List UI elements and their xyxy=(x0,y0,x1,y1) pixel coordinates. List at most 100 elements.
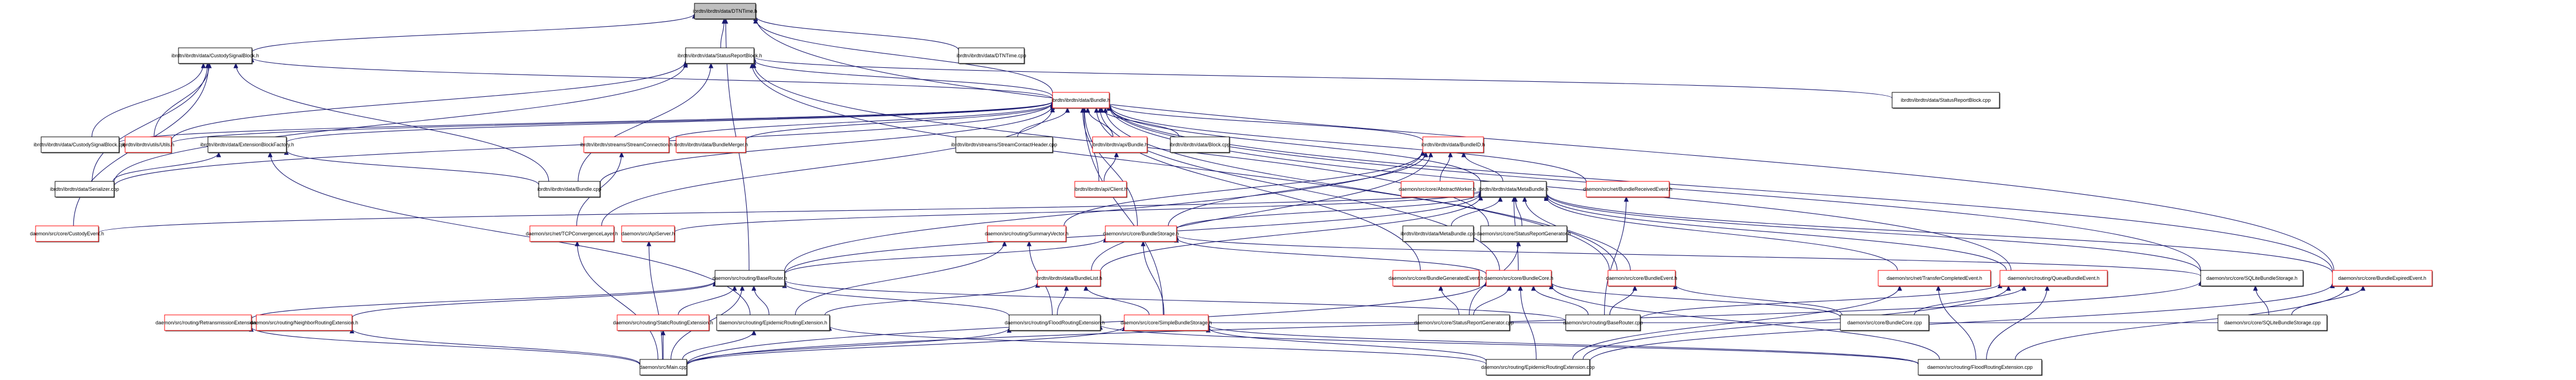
node-label: daemon/src/routing/EpidemicRoutingExtens… xyxy=(719,320,827,325)
node-box xyxy=(1074,181,1127,198)
arrowhead-icon xyxy=(1498,196,1503,202)
node-box xyxy=(716,314,830,331)
node-label: daemon/src/routing/NeighborRoutingExtens… xyxy=(250,320,358,325)
graph-node-staticroutingextension-h[interactable]: daemon/src/routing/StaticRoutingExtensio… xyxy=(613,314,713,332)
graph-node-statusreportblock-cpp[interactable]: ibrdtn/ibrdtn/data/StatusReportBlock.cpp xyxy=(1892,92,2001,109)
graph-node-statusreportblock-h[interactable]: ibrdtn/ibrdtn/data/StatusReportBlock.h xyxy=(677,47,762,65)
arrowhead-icon xyxy=(1897,285,1902,291)
edge-sqlitebundlestorage_cpp-to-bundleexpiredevent_h xyxy=(2291,285,2364,315)
graph-node-abstractworker-h[interactable]: daemon/src/core/AbstractWorker.h xyxy=(1399,181,1476,198)
graph-node-simplebundlestorage-h[interactable]: daemon/src/core/SimpleBundleStorage.h xyxy=(1120,314,1212,332)
graph-node-streamconnection-h[interactable]: ibrdtn/ibrdtn/streams/StreamConnection.h xyxy=(580,136,673,154)
arrowhead-icon xyxy=(1632,285,1637,291)
edge-bundleexpiredevent_h-to-metabundle_h xyxy=(1546,193,2333,273)
edge-client_h-to-bundle_h xyxy=(1082,107,1099,182)
graph-node-bundlecore-h[interactable]: daemon/src/core/BundleCore.h xyxy=(1484,270,1553,287)
graph-node-floodroutingextension-cpp[interactable]: daemon/src/routing/FloodRoutingExtension… xyxy=(1918,359,2043,376)
graph-node-bundlelist-h[interactable]: ibrdtn/ibrdtn/data/BundleList.h xyxy=(1036,270,1103,287)
arrowhead-icon xyxy=(732,285,737,291)
edge-main_cpp-to-neighborroutingextension_h xyxy=(351,328,641,365)
graph-node-statusreportgenerator-cpp[interactable]: daemon/src/core/StatusReportGenerator.cp… xyxy=(1414,314,1514,332)
graph-node-extensionblockfactory-h[interactable]: ibrdtn/ibrdtn/data/ExtensionBlockFactory… xyxy=(200,136,294,154)
graph-node-bundlereceivedevent-h[interactable]: daemon/src/net/BundleReceivedEvent.h xyxy=(1583,181,1672,198)
arrowhead-icon xyxy=(1428,151,1433,157)
graph-node-custodysignalblock-h[interactable]: ibrdtn/ibrdtn/data/CustodySignalBlock.h xyxy=(171,47,259,65)
arrowhead-icon xyxy=(2253,285,2258,291)
edge-floodroutingextension_cpp-to-simplebundlestorage_h xyxy=(1208,324,1919,364)
edge-bundlecore_cpp-to-bundleevent_h xyxy=(1675,284,1843,315)
graph-node-custodysignalblock-cpp[interactable]: ibrdtn/ibrdtn/data/CustodySignalBlock.cp… xyxy=(33,136,127,154)
graph-node-api-bundle-h[interactable]: ibrdtn/ibrdtn/api/Bundle.h xyxy=(1092,136,1148,154)
node-label: daemon/src/routing/BaseRouter.h xyxy=(712,275,787,281)
node-label: daemon/src/core/BundleGeneratedEvent.h xyxy=(1388,275,1483,281)
graph-node-metabundle-h[interactable]: ibrdtn/ibrdtn/data/MetaBundle.h xyxy=(1478,181,1548,198)
edge-serializer_cpp-to-custodysignalblock_h xyxy=(92,63,208,182)
graph-node-main-cpp[interactable]: daemon/src/Main.cpp xyxy=(639,359,688,376)
arrowhead-icon xyxy=(723,18,728,24)
arrowhead-icon xyxy=(1002,240,1007,246)
graph-node-client-h[interactable]: ibrdtn/ibrdtn/api/Client.h xyxy=(1074,181,1128,198)
node-label: daemon/src/core/StatusReportGenerator.cp… xyxy=(1414,320,1513,325)
graph-node-queuebundleevent-h[interactable]: daemon/src/routing/QueueBundleEvent.h xyxy=(1999,270,2108,287)
graph-node-statusreportgenerator-h[interactable]: daemon/src/core/StatusReportGenerator.h xyxy=(1477,225,1571,243)
edge-retransmissionextension_h-to-baserouter_h xyxy=(251,280,716,320)
graph-node-bundlemerger-h[interactable]: ibrdtn/ibrdtn/data/BundleMerger.h xyxy=(674,136,748,154)
edge-serializer_cpp-to-bundle_h xyxy=(113,102,1053,187)
graph-node-bundleevent-h[interactable]: daemon/src/core/BundleEvent.h xyxy=(1606,270,1677,287)
edge-queuebundleevent_h-to-bundle_h xyxy=(1109,105,2012,271)
arrowhead-icon xyxy=(1026,240,1032,246)
graph-node-sqlitebundlestorage-cpp[interactable]: daemon/src/core/SQLiteBundleStorage.cpp xyxy=(2217,314,2328,332)
graph-node-retransmissionextension-h[interactable]: daemon/src/routing/RetransmissionExtensi… xyxy=(156,314,261,332)
edge-streamconnection_h-to-bundle_h xyxy=(668,102,1053,141)
arrowhead-icon xyxy=(1518,285,1523,291)
edge-dtntime_cpp-to-dtntime_h xyxy=(755,16,959,51)
graph-node-epidemicroutingextension-h[interactable]: daemon/src/routing/EpidemicRoutingExtens… xyxy=(716,314,831,332)
graph-node-serializer-cpp[interactable]: ibrdtn/ibrdtn/data/Serializer.cpp xyxy=(50,181,119,198)
graph-node-sqlitebundlestorage-h[interactable]: daemon/src/core/SQLiteBundleStorage.h xyxy=(2200,270,2304,287)
arrowhead-icon xyxy=(1094,107,1099,113)
edge-baserouter_cpp-to-bundlereceivedevent_h xyxy=(1604,196,1627,315)
graph-node-dtntime-cpp[interactable]: ibrdtn/ibrdtn/data/DTNTime.cpp xyxy=(956,47,1026,65)
edge-bundlelist_h-to-metabundle_h xyxy=(1100,195,1481,272)
edge-bundlecore_cpp-to-bundlecore_h xyxy=(1551,282,1841,318)
graph-node-transfercompletedevent-h[interactable]: daemon/src/net/TransferCompletedEvent.h xyxy=(1878,270,1992,287)
graph-node-summaryvector-h[interactable]: daemon/src/routing/SummaryVector.h xyxy=(985,225,1069,243)
node-label: daemon/src/routing/RetransmissionExtensi… xyxy=(156,320,261,325)
node-label: daemon/src/core/BundleStorage.h xyxy=(1103,231,1179,236)
graph-node-neighborroutingextension-h[interactable]: daemon/src/routing/NeighborRoutingExtens… xyxy=(250,314,358,332)
arrowhead-icon xyxy=(1438,285,1443,291)
graph-node-apiserver-h[interactable]: daemon/src/ApiServer.h xyxy=(621,225,676,243)
edge-floodroutingextension_h-to-baserouter_h xyxy=(784,283,1010,317)
node-label: daemon/src/core/BundleExpiredEvent.h xyxy=(2338,275,2426,281)
graph-node-bundlegeneratedevent-h[interactable]: daemon/src/core/BundleGeneratedEvent.h xyxy=(1388,270,1483,287)
graph-node-bundleid-h[interactable]: ibrdtn/ibrdtn/data/BundleID.h xyxy=(1421,136,1485,154)
graph-node-bundlestorage-h[interactable]: daemon/src/core/BundleStorage.h xyxy=(1103,225,1179,243)
graph-node-utils-h[interactable]: ibrdtn/ibrdtn/utils/Utils.h xyxy=(122,136,175,154)
edge-bundle_h-to-custodysignalblock_h xyxy=(251,57,1053,99)
arrowhead-icon xyxy=(1478,195,1483,201)
graph-node-epidemicroutingextension-cpp[interactable]: daemon/src/routing/EpidemicRoutingExtens… xyxy=(1481,359,1595,376)
graph-node-block-cpp[interactable]: ibrdtn/ibrdtn/data/Block.cpp xyxy=(1169,136,1230,154)
graph-node-streamcontactheader-cpp[interactable]: ibrdtn/ibrdtn/streams/StreamContactHeade… xyxy=(951,136,1058,154)
graph-node-bundle-cpp[interactable]: ibrdtn/ibrdtn/data/Bundle.cpp xyxy=(537,181,602,198)
graph-node-metabundle-cpp[interactable]: ibrdtn/ibrdtn/data/MetaBundle.cpp xyxy=(1401,225,1476,243)
graph-node-baserouter-h[interactable]: daemon/src/routing/BaseRouter.h xyxy=(712,270,787,287)
edge-summaryvector_h-to-bundleid_h xyxy=(1064,151,1423,226)
node-box xyxy=(1892,92,2000,108)
node-box xyxy=(1170,136,1230,153)
node-label: ibrdtn/ibrdtn/data/StatusReportBlock.h xyxy=(677,53,762,58)
graph-node-bundle-h[interactable]: ibrdtn/ibrdtn/data/Bundle.h xyxy=(1051,92,1110,109)
edge-main_cpp-to-apiserver_h xyxy=(648,241,663,360)
graph-node-floodroutingextension-h[interactable]: daemon/src/routing/FloodRoutingExtension… xyxy=(1005,314,1105,332)
graph-node-custodyevent-h[interactable]: daemon/src/core/CustodyEvent.h xyxy=(30,225,104,243)
node-label: daemon/src/routing/EpidemicRoutingExtens… xyxy=(1481,364,1595,370)
node-label: ibrdtn/ibrdtn/data/BundleID.h xyxy=(1421,142,1485,147)
node-box xyxy=(714,270,785,287)
graph-node-tcpconvergencelayer-h[interactable]: daemon/src/net/TCPConvergenceLayer.h xyxy=(526,225,618,243)
edge-bundle_cpp-to-extensionblockfactory_h xyxy=(286,150,539,185)
graph-node-bundleexpiredevent-h[interactable]: daemon/src/core/BundleExpiredEvent.h xyxy=(2332,270,2433,287)
arrowhead-icon xyxy=(1448,151,1453,157)
graph-node-bundlecore-cpp[interactable]: daemon/src/core/BundleCore.cpp xyxy=(1840,314,1930,332)
graph-node-baserouter-cpp[interactable]: daemon/src/routing/BaseRouter.cpp xyxy=(1563,314,1643,332)
node-box xyxy=(1392,270,1480,287)
